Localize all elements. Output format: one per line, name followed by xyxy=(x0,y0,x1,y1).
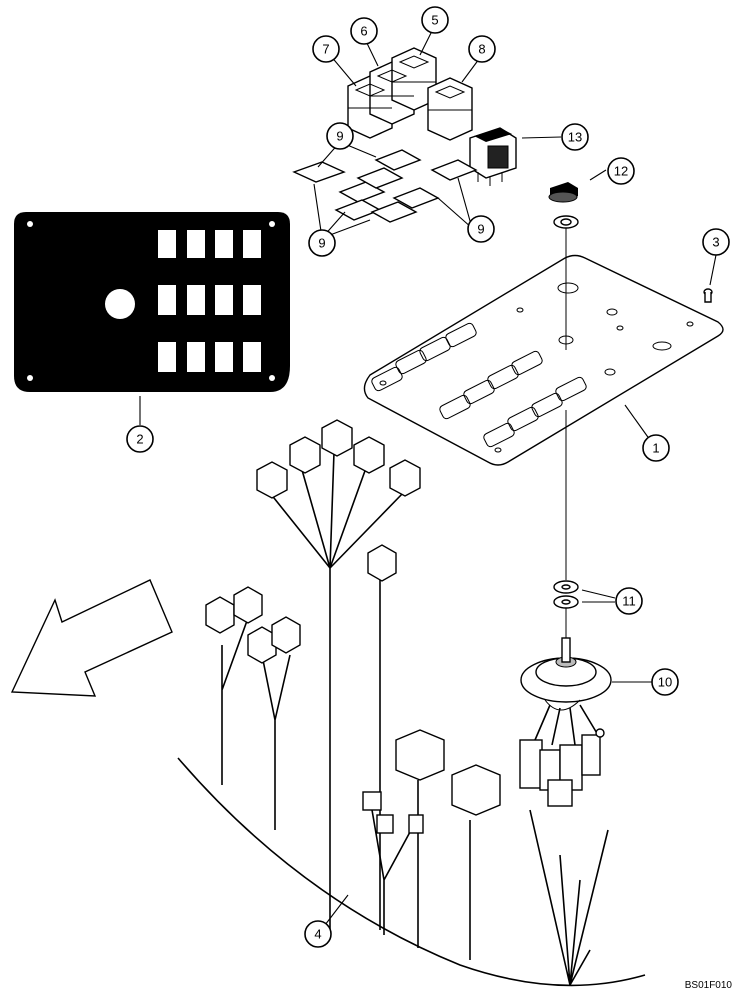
callout-9-top: 9 xyxy=(326,122,354,150)
callout-3: 3 xyxy=(702,228,730,256)
callout-11-label: 11 xyxy=(622,594,636,609)
callout-12: 12 xyxy=(607,157,635,185)
callout-13-label: 13 xyxy=(568,130,582,145)
callout-2-label: 2 xyxy=(136,432,143,447)
callout-12-label: 12 xyxy=(614,164,628,179)
callout-13: 13 xyxy=(561,123,589,151)
callout-5-label: 5 xyxy=(431,13,438,28)
callout-7: 7 xyxy=(312,35,340,63)
callout-10: 10 xyxy=(651,668,679,696)
rotary-switch xyxy=(519,637,612,807)
rocker-switch xyxy=(469,127,517,186)
callout-9-left-label: 9 xyxy=(318,236,325,251)
switch-lenses xyxy=(292,149,478,223)
callout-3-label: 3 xyxy=(712,235,719,250)
callout-5: 5 xyxy=(421,6,449,34)
callout-9-left: 9 xyxy=(308,229,336,257)
callout-10-label: 10 xyxy=(658,675,672,690)
callout-11: 11 xyxy=(615,587,643,615)
callout-7-label: 7 xyxy=(322,42,329,57)
callout-1: 1 xyxy=(642,434,670,462)
callout-4: 4 xyxy=(304,920,332,948)
screw xyxy=(703,288,713,303)
figure-code: BS01F010 xyxy=(685,980,733,991)
callout-4-label: 4 xyxy=(314,927,321,942)
rocker-switch-cluster xyxy=(347,47,473,141)
callout-9-right: 9 xyxy=(467,215,495,243)
connectors xyxy=(205,419,501,834)
direction-arrow xyxy=(10,579,173,697)
instrument-panel-plate xyxy=(14,212,290,392)
washers xyxy=(553,580,579,609)
callout-8-label: 8 xyxy=(478,42,485,57)
callout-8: 8 xyxy=(468,35,496,63)
knob xyxy=(548,182,578,203)
callout-9-right-label: 9 xyxy=(477,222,484,237)
mounting-plate xyxy=(363,254,724,466)
callout-6-label: 6 xyxy=(360,24,367,39)
callout-2: 2 xyxy=(126,425,154,453)
callout-6: 6 xyxy=(350,17,378,45)
nut xyxy=(553,215,579,229)
leader-lines xyxy=(139,24,717,926)
wire-harness xyxy=(177,451,646,987)
callout-1-label: 1 xyxy=(652,441,659,456)
callout-9-top-label: 9 xyxy=(336,129,343,144)
